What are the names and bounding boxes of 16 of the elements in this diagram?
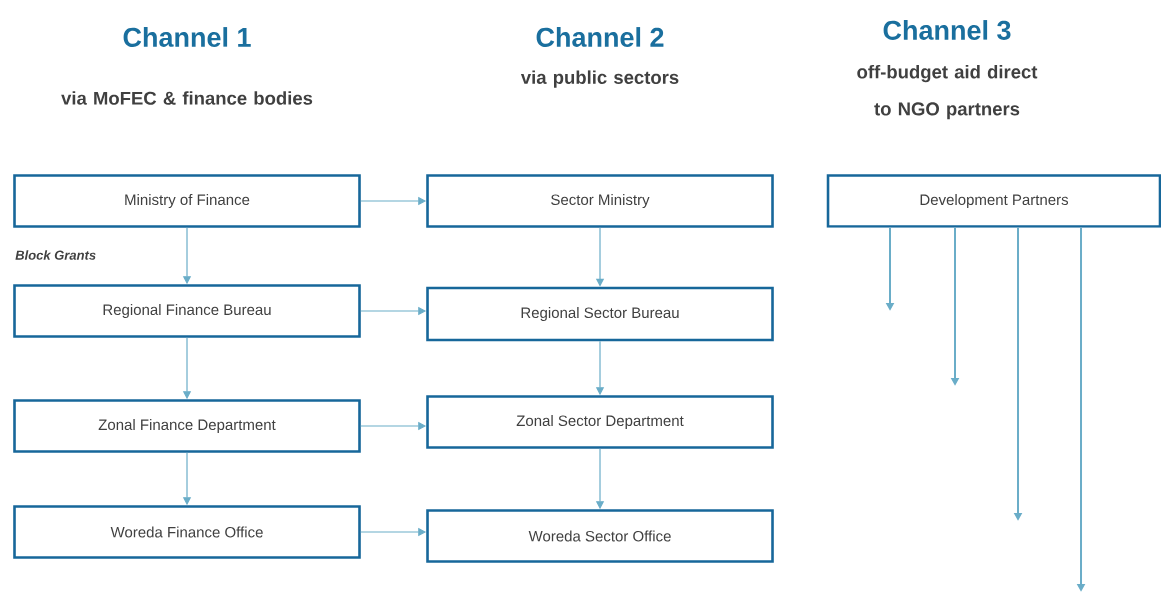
process-box: Development Partners (826, 174, 1161, 228)
channel-heading: Channel 3 (883, 20, 1011, 40)
process-box: Woreda Sector Office (426, 509, 774, 563)
channel-heading: Channel 2 (536, 27, 664, 47)
channel-heading: Channel 1 (123, 27, 251, 47)
process-box: Regional Finance Bureau (13, 284, 361, 338)
channel-subheading: off-budget aid direct to NGO partners (857, 64, 1038, 120)
flow-label: Block Grants (15, 250, 96, 260)
process-box: Zonal Finance Department (13, 399, 361, 453)
channel-subheading: via MoFEC & finance bodies (61, 91, 313, 105)
process-box: Sector Ministry (426, 174, 774, 228)
process-box: Woreda Finance Office (13, 505, 361, 559)
process-box: Ministry of Finance (13, 174, 361, 228)
process-box: Regional Sector Bureau (426, 286, 774, 342)
channel-subheading: via public sectors (520, 70, 679, 88)
process-box: Zonal Sector Department (426, 395, 774, 449)
